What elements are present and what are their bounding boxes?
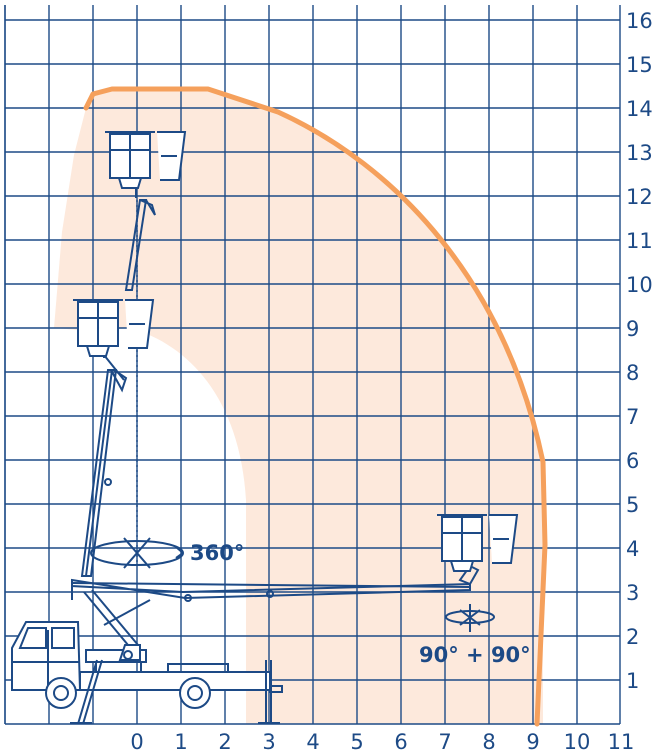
- x-tick-label: 1: [174, 730, 187, 753]
- y-tick-label: 8: [626, 361, 639, 385]
- x-axis-tick-labels: 0 1 2 3 4 5 6 7 8 9 10 11: [130, 730, 634, 753]
- working-envelope-area: [54, 89, 543, 724]
- y-tick-label: 11: [626, 229, 652, 253]
- x-tick-label: 5: [350, 730, 363, 753]
- turret-rotation-label: 360°: [190, 541, 244, 565]
- y-tick-label: 9: [626, 317, 639, 341]
- y-tick-label: 2: [626, 625, 639, 649]
- y-tick-label: 5: [626, 493, 639, 517]
- x-tick-label: 10: [564, 730, 591, 753]
- y-tick-label: 12: [626, 185, 652, 209]
- y-tick-label: 3: [626, 581, 639, 605]
- y-tick-label: 16: [626, 9, 652, 33]
- basket-icon: [73, 131, 519, 572]
- y-tick-label: 13: [626, 141, 652, 165]
- y-tick-label: 4: [626, 537, 639, 561]
- truck-icon: [11, 621, 283, 725]
- x-tick-label: 11: [608, 730, 635, 753]
- y-tick-label: 10: [626, 273, 652, 297]
- basket-rotation-label: 90° + 90°: [419, 643, 531, 667]
- x-tick-label: 3: [262, 730, 275, 753]
- rotation-icon: [90, 537, 495, 632]
- y-tick-label: 7: [626, 405, 639, 429]
- y-tick-label: 14: [626, 97, 652, 121]
- working-envelope-outline: [83, 86, 548, 727]
- x-tick-label: 6: [394, 730, 407, 753]
- y-tick-label: 1: [626, 669, 639, 693]
- x-tick-label: 0: [130, 730, 143, 753]
- x-tick-label: 4: [306, 730, 319, 753]
- x-tick-label: 7: [438, 730, 451, 753]
- boom-icon: [71, 178, 480, 661]
- y-tick-label: 15: [626, 53, 652, 77]
- x-tick-label: 2: [218, 730, 231, 753]
- x-tick-label: 8: [482, 730, 495, 753]
- x-tick-label: 9: [526, 730, 539, 753]
- y-tick-label: 6: [626, 449, 639, 473]
